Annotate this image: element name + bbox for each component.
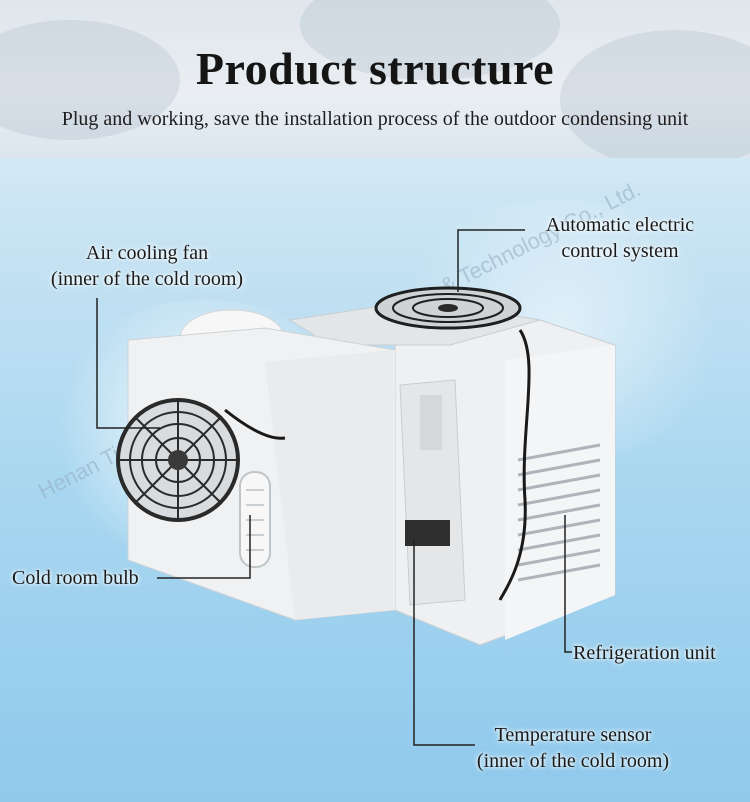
leader-line-sensor	[413, 540, 475, 746]
vent-grille	[517, 443, 601, 582]
refrigeration-unit-side	[505, 345, 615, 640]
label-air-fan-line1: Air cooling fan	[85, 242, 209, 264]
label-cold-room-bulb: Cold room bulb	[12, 567, 139, 589]
cold-room-bulb-icon	[239, 471, 271, 568]
leader-line-bulb	[157, 515, 251, 579]
leader-line-refrigeration	[564, 515, 572, 653]
label-control-line2: control system	[561, 240, 679, 262]
label-sensor-line2: (inner of the cold room)	[476, 750, 670, 772]
fan-cable	[224, 408, 286, 440]
evaporator-front	[265, 350, 395, 620]
label-temperature-sensor: Temperature sensor (inner of the cold ro…	[448, 722, 698, 774]
label-control-line1: Automatic electric	[545, 214, 695, 236]
panel-cutout	[420, 395, 442, 450]
air-cooling-fan-icon	[116, 398, 240, 522]
label-refrigeration-unit: Refrigeration unit	[573, 642, 716, 664]
label-sensor-line1: Temperature sensor	[494, 724, 652, 746]
label-air-cooling-fan: Air cooling fan (inner of the cold room)	[22, 240, 272, 292]
page-title: Product structure	[195, 43, 555, 94]
page-subtitle: Plug and working, save the installation …	[61, 108, 689, 130]
power-cable	[498, 329, 531, 601]
sensor-connector	[405, 520, 450, 546]
label-air-fan-line2: (inner of the cold room)	[50, 268, 244, 290]
leader-line-fan	[96, 298, 160, 429]
header-banner: Product structure Plug and working, save…	[0, 0, 750, 158]
label-control-system: Automatic electric control system	[515, 212, 725, 264]
condenser-fan-icon	[374, 286, 522, 330]
leader-line-control	[457, 229, 525, 292]
